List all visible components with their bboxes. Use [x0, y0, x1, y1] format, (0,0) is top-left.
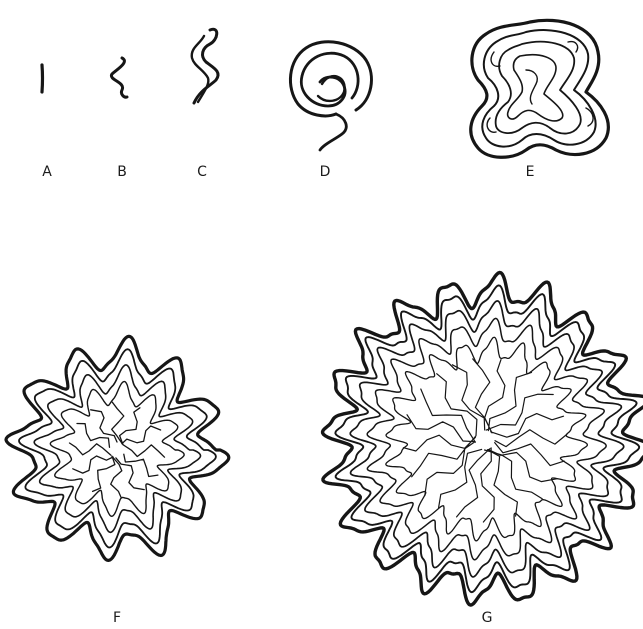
panel-e-fold-3 — [508, 55, 563, 121]
panel-f-label: F — [113, 610, 121, 626]
panel-e: E — [471, 20, 609, 180]
panel-f: F — [6, 336, 229, 626]
panel-e-label: E — [526, 164, 535, 180]
panel-f-outline — [6, 336, 229, 560]
panel-b: B — [111, 58, 127, 180]
panel-d-inner-coil — [301, 53, 358, 106]
panel-g-core-folds — [403, 359, 566, 522]
panel-c-label: C — [197, 164, 207, 180]
panel-g-fold-4 — [386, 337, 587, 541]
panel-g-label: G — [482, 610, 493, 626]
panel-f-core-folds — [70, 402, 165, 498]
panel-e-fold-1 — [482, 30, 595, 147]
panel-a-shape — [42, 65, 43, 92]
panel-c: C — [192, 29, 218, 180]
panel-a: A — [42, 65, 52, 180]
panel-e-fold-4 — [526, 70, 537, 104]
panel-a-label: A — [42, 164, 52, 180]
panel-b-shape — [111, 58, 127, 97]
panel-g: G — [323, 273, 643, 627]
panel-d-tail — [320, 114, 346, 150]
panel-d: D — [290, 42, 371, 180]
panel-d-label: D — [320, 164, 331, 180]
panel-b-label: B — [117, 164, 127, 180]
